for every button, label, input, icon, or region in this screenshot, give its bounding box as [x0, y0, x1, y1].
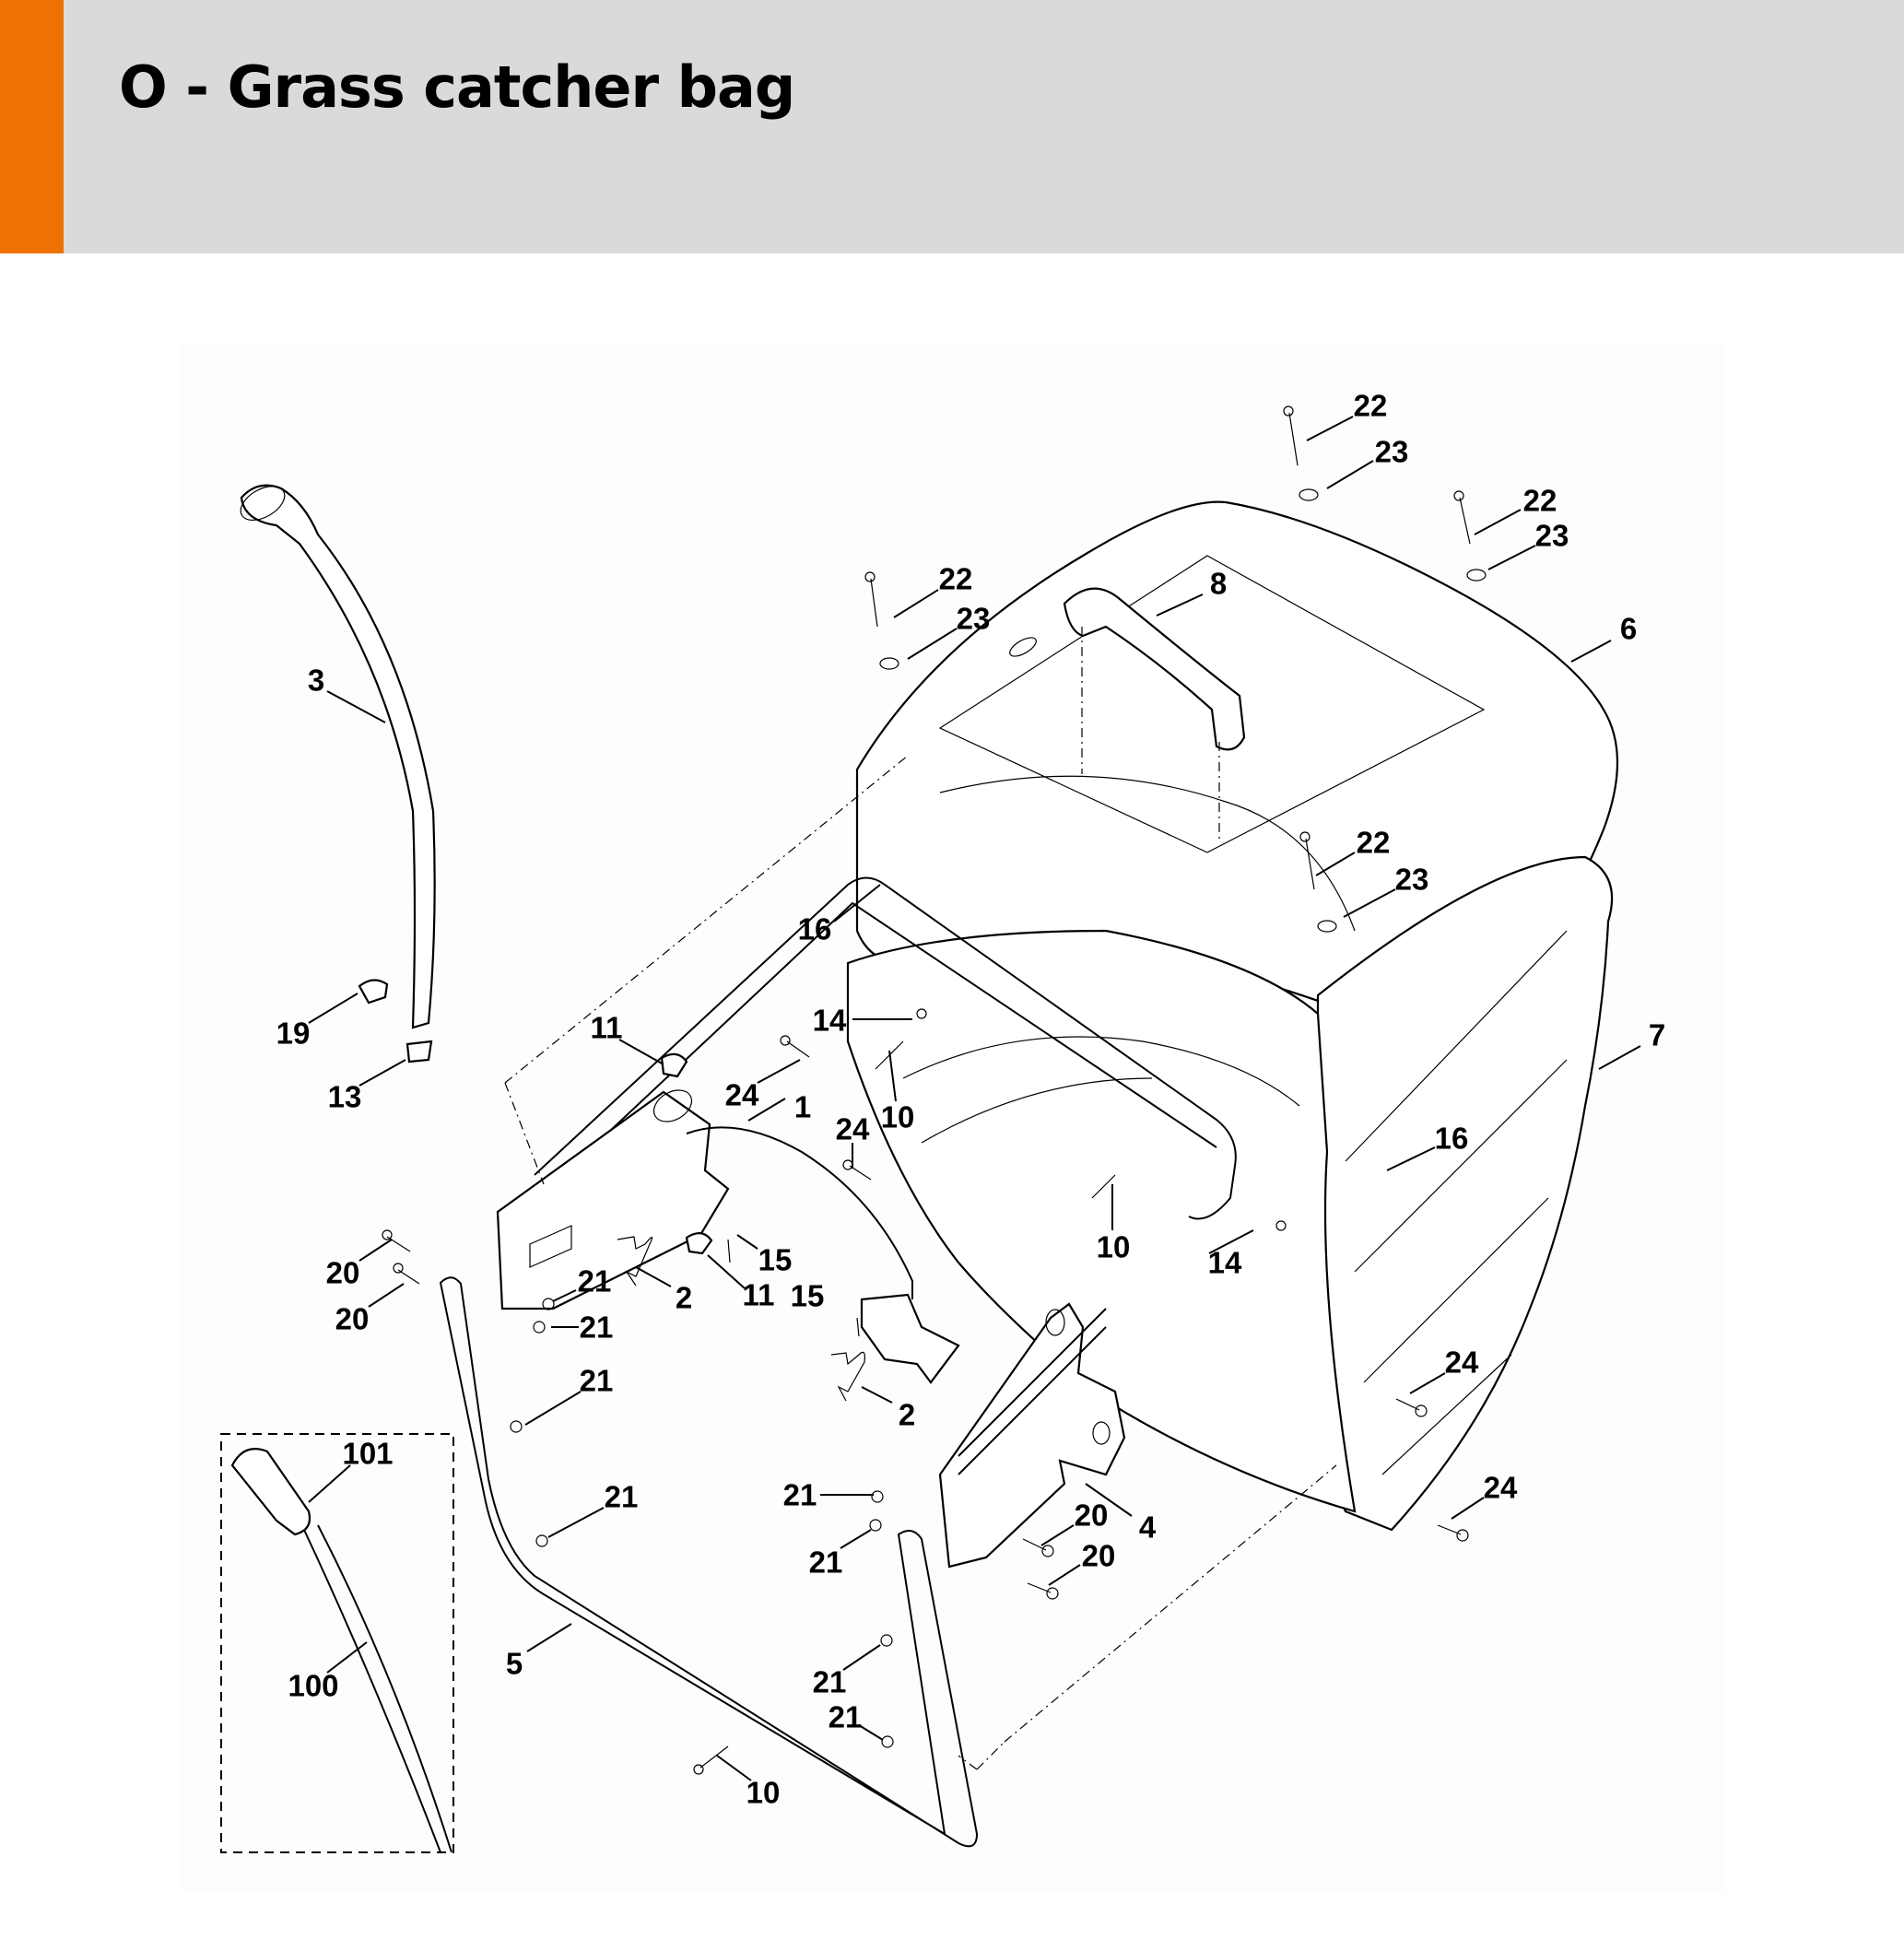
callout-15[interactable]: 15 [758, 1242, 793, 1277]
callout-23[interactable]: 23 [1374, 434, 1409, 469]
callout-101[interactable]: 101 [342, 1436, 394, 1471]
callout-21[interactable]: 21 [604, 1479, 639, 1514]
part-100-tube [303, 1524, 452, 1853]
callout-19[interactable]: 19 [276, 1016, 311, 1051]
callout-24[interactable]: 24 [1444, 1345, 1479, 1380]
callout-16[interactable]: 16 [1434, 1121, 1469, 1156]
callout-21[interactable]: 21 [828, 1699, 863, 1734]
callout-100[interactable]: 100 [288, 1668, 339, 1703]
callout-23[interactable]: 23 [1534, 518, 1569, 553]
callout-21[interactable]: 21 [579, 1310, 614, 1345]
page-header: O - Grass catcher bag [0, 0, 1904, 253]
callout-10[interactable]: 10 [746, 1775, 781, 1810]
orange-accent-bar [0, 0, 64, 253]
callout-3[interactable]: 3 [307, 663, 325, 698]
part-2-spring-right [830, 1351, 865, 1402]
part-11-clip-lower [685, 1232, 713, 1255]
callout-10[interactable]: 10 [880, 1099, 915, 1134]
part-5-lower-frame [439, 1276, 979, 1848]
callout-20[interactable]: 20 [1074, 1498, 1109, 1533]
callout-24[interactable]: 24 [724, 1077, 759, 1112]
right-bracket [860, 1293, 960, 1384]
part-1-frame [534, 876, 1237, 1220]
callout-24[interactable]: 24 [835, 1111, 870, 1146]
callout-20[interactable]: 20 [325, 1255, 360, 1290]
callout-5[interactable]: 5 [505, 1646, 523, 1681]
callout-7[interactable]: 7 [1648, 1017, 1666, 1052]
part-2-spring-left [617, 1236, 653, 1287]
callout-22[interactable]: 22 [1356, 825, 1391, 860]
callout-15[interactable]: 15 [790, 1278, 825, 1313]
callout-24[interactable]: 24 [1483, 1470, 1518, 1505]
callout-21[interactable]: 21 [579, 1363, 614, 1398]
part-101-grip [230, 1448, 311, 1536]
part-19-clip [358, 979, 389, 1005]
part-8-top-handle [1063, 587, 1246, 751]
callout-4[interactable]: 4 [1138, 1510, 1157, 1545]
kit-dashed-box [220, 1433, 454, 1853]
callout-21[interactable]: 21 [782, 1477, 817, 1512]
callout-21[interactable]: 21 [577, 1263, 612, 1299]
page-title: O - Grass catcher bag [119, 53, 795, 121]
callout-6[interactable]: 6 [1619, 611, 1638, 646]
callout-10[interactable]: 10 [1096, 1229, 1131, 1264]
callout-8[interactable]: 8 [1209, 566, 1228, 601]
part-3-handle-lever [240, 484, 436, 1029]
fasteners [382, 405, 1487, 1775]
leader-lines [308, 416, 1641, 1781]
callout-14[interactable]: 14 [812, 1003, 847, 1038]
callout-21[interactable]: 21 [808, 1545, 843, 1580]
part-11-clip-upper [660, 1052, 688, 1078]
callout-2[interactable]: 2 [898, 1397, 916, 1432]
callout-20[interactable]: 20 [1081, 1538, 1116, 1573]
callout-14[interactable]: 14 [1207, 1245, 1242, 1280]
part-4-plate [938, 1302, 1126, 1569]
part-13-cap [405, 1040, 433, 1064]
assembly-lines [504, 627, 1337, 1770]
callout-23[interactable]: 23 [956, 601, 991, 636]
callout-11[interactable]: 11 [590, 1010, 623, 1045]
callout-23[interactable]: 23 [1394, 862, 1429, 897]
callout-16[interactable]: 16 [797, 911, 832, 946]
callout-22[interactable]: 22 [938, 561, 973, 596]
callout-22[interactable]: 22 [1353, 388, 1388, 423]
left-bracket [496, 1090, 730, 1310]
callout-13[interactable]: 13 [327, 1079, 362, 1114]
callout-20[interactable]: 20 [335, 1301, 370, 1336]
callout-22[interactable]: 22 [1522, 483, 1557, 518]
bag-interior [846, 929, 1357, 1513]
callout-2[interactable]: 2 [675, 1280, 693, 1315]
callout-11[interactable]: 11 [742, 1277, 775, 1312]
callout-21[interactable]: 21 [812, 1664, 847, 1699]
callout-1[interactable]: 1 [793, 1089, 812, 1124]
